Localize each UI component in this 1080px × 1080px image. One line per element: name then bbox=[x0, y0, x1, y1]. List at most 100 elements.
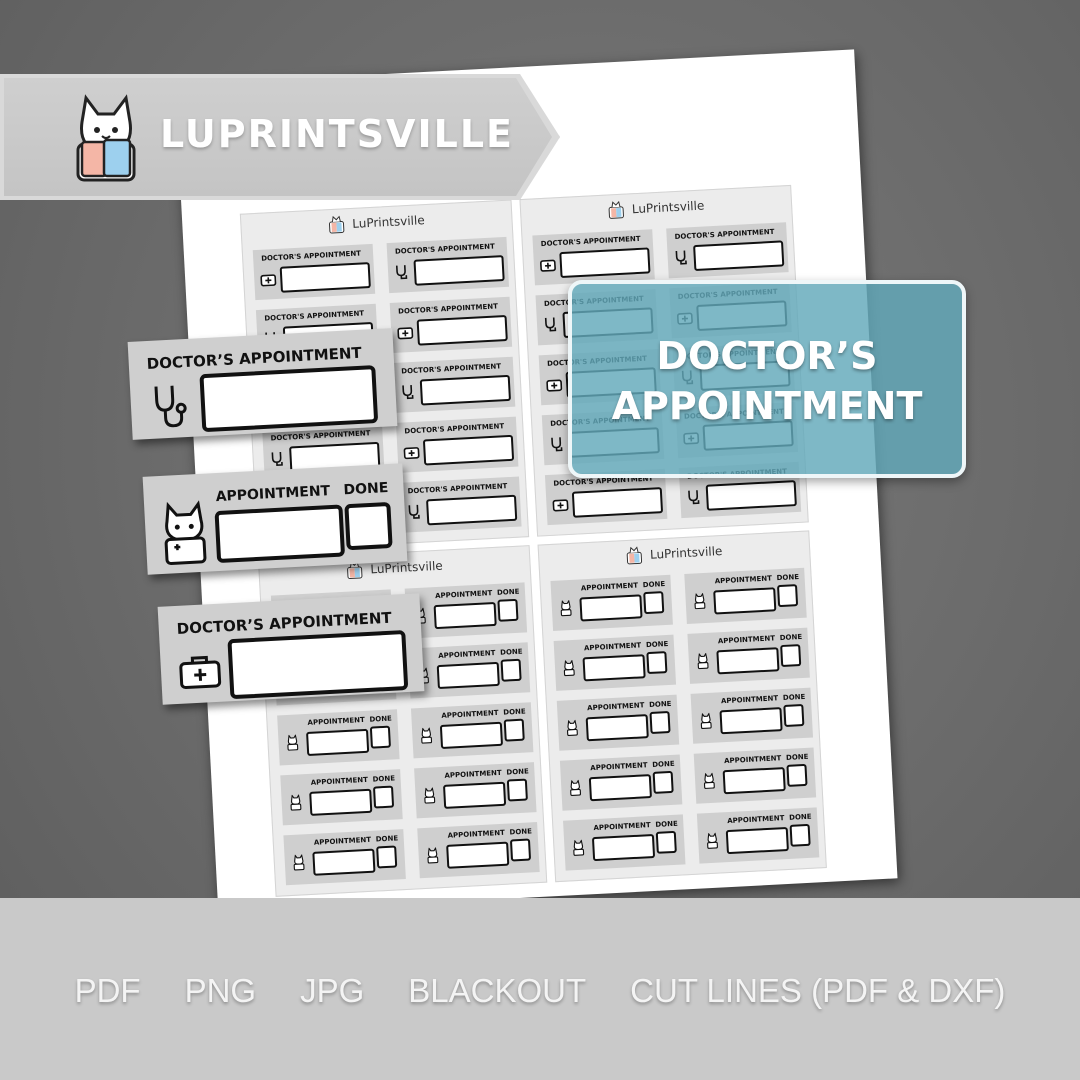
callout-line1: DOCTOR’S bbox=[656, 334, 878, 378]
write-box bbox=[214, 504, 346, 564]
medical-kit-icon bbox=[179, 655, 222, 690]
cat-doctor-icon bbox=[573, 839, 585, 856]
sticker-label: APPOINTMENT bbox=[583, 641, 642, 653]
sticker-done-label: DONE bbox=[648, 699, 672, 710]
sticker-label: APPOINTMENT bbox=[307, 715, 365, 727]
done-box bbox=[646, 651, 668, 675]
write-box bbox=[571, 487, 664, 518]
format-list: PDF PNG JPG BLACKOUT CUT LINES (PDF & DX… bbox=[0, 972, 1080, 1010]
write-box bbox=[705, 480, 797, 511]
done-box bbox=[500, 658, 522, 682]
cat-doctor-icon bbox=[707, 832, 718, 849]
sticker-label: APPOINTMENT bbox=[580, 581, 639, 593]
panel-header: LuPrintsville bbox=[241, 201, 512, 245]
done-box bbox=[369, 725, 391, 749]
sticker-label: APPOINTMENT bbox=[720, 694, 779, 706]
write-box bbox=[227, 629, 409, 700]
sticker-done-label: DONE bbox=[655, 819, 678, 829]
sticker-label: APPOINTMENT bbox=[590, 761, 648, 773]
write-box bbox=[719, 707, 783, 735]
sticker-done-label: DONE bbox=[645, 639, 669, 650]
write-box bbox=[306, 728, 370, 756]
cat-doctor-icon bbox=[703, 772, 715, 789]
write-box bbox=[716, 647, 780, 675]
sticker-done-label: DONE bbox=[375, 834, 399, 844]
stethoscope-icon bbox=[544, 317, 557, 332]
write-box bbox=[416, 314, 508, 346]
write-box bbox=[426, 494, 518, 526]
sticker-done-label: DONE bbox=[509, 827, 533, 837]
write-box bbox=[422, 434, 515, 466]
cat-doctor-icon bbox=[164, 500, 207, 565]
cat-doctor-icon bbox=[570, 779, 582, 796]
sticker-done-label: DONE bbox=[372, 774, 396, 784]
write-box bbox=[725, 826, 789, 855]
big-sticker-label: APPOINTMENT bbox=[215, 483, 331, 506]
sticker-done-label: DONE bbox=[776, 573, 800, 583]
done-box bbox=[652, 770, 674, 794]
sticker-label: DOCTOR'S APPOINTMENT bbox=[540, 234, 641, 249]
sticker-done-label: DONE bbox=[499, 647, 523, 657]
sticker-label: DOCTOR'S APPOINTMENT bbox=[407, 482, 508, 496]
sticker-label: APPOINTMENT bbox=[723, 754, 782, 766]
write-box bbox=[419, 374, 511, 406]
footer-bar bbox=[0, 898, 1080, 1080]
cat-doctor-icon bbox=[427, 847, 439, 864]
sticker-label: APPOINTMENT bbox=[434, 589, 493, 601]
sticker-doctor-appointment: DOCTOR'S APPOINTMENT bbox=[392, 356, 516, 413]
brand-logo-icon bbox=[626, 546, 642, 565]
write-box bbox=[722, 767, 786, 795]
medical-kit-icon bbox=[260, 274, 277, 287]
format-cut-lines: CUT LINES (PDF & DXF) bbox=[630, 972, 1006, 1009]
sticker-doctor-appointment: DOCTOR'S APPOINTMENT bbox=[541, 408, 665, 466]
write-box bbox=[559, 247, 651, 279]
sticker-doctor-appointment: DOCTOR'S APPOINTMENT bbox=[262, 423, 385, 480]
brand-name: LUPRINTSVILLE bbox=[160, 112, 514, 156]
stethoscope-icon bbox=[408, 504, 420, 519]
sticker-label: APPOINTMENT bbox=[586, 701, 645, 713]
sticker-label: APPOINTMENT bbox=[310, 775, 369, 787]
sticker-label: APPOINTMENT bbox=[441, 708, 499, 720]
cat-doctor-icon bbox=[290, 794, 302, 811]
stethoscope-icon bbox=[271, 451, 283, 467]
cat-doctor-icon bbox=[293, 854, 305, 871]
cat-doctor-icon bbox=[563, 659, 575, 677]
sticker-doctor-appointment: DOCTOR'S APPOINTMENT bbox=[544, 468, 668, 526]
sticker-label: APPOINTMENT bbox=[313, 835, 372, 847]
brand-logo-icon bbox=[608, 200, 624, 219]
sticker-doctor-appointment: DOCTOR'S APPOINTMENT bbox=[538, 349, 662, 406]
sticker-done-label: DONE bbox=[503, 707, 526, 717]
sticker-doctor-appointment: DOCTOR'S APPOINTMENT bbox=[399, 476, 522, 533]
sticker-label: DOCTOR'S APPOINTMENT bbox=[394, 242, 495, 256]
write-box bbox=[309, 788, 373, 816]
write-box bbox=[693, 240, 785, 272]
sticker-done-label: DONE bbox=[369, 714, 393, 724]
cat-doctor-icon bbox=[560, 599, 572, 617]
write-box bbox=[591, 833, 656, 862]
sticker-label: APPOINTMENT bbox=[438, 649, 496, 660]
write-box bbox=[439, 721, 504, 749]
format-png: PNG bbox=[184, 972, 257, 1009]
format-pdf: PDF bbox=[74, 972, 141, 1009]
sticker-appointment-done: APPOINTMENT DONE bbox=[277, 709, 400, 766]
cat-doctor-icon bbox=[700, 712, 712, 730]
done-box bbox=[649, 710, 671, 734]
done-box bbox=[655, 830, 677, 854]
cat-doctor-icon bbox=[424, 787, 436, 804]
done-box bbox=[506, 778, 528, 802]
medical-kit-icon bbox=[552, 499, 569, 512]
sticker-done-label: DONE bbox=[496, 587, 520, 597]
cat-doctor-icon bbox=[694, 592, 706, 610]
done-box bbox=[372, 785, 395, 809]
sticker-done-label: DONE bbox=[782, 692, 806, 703]
